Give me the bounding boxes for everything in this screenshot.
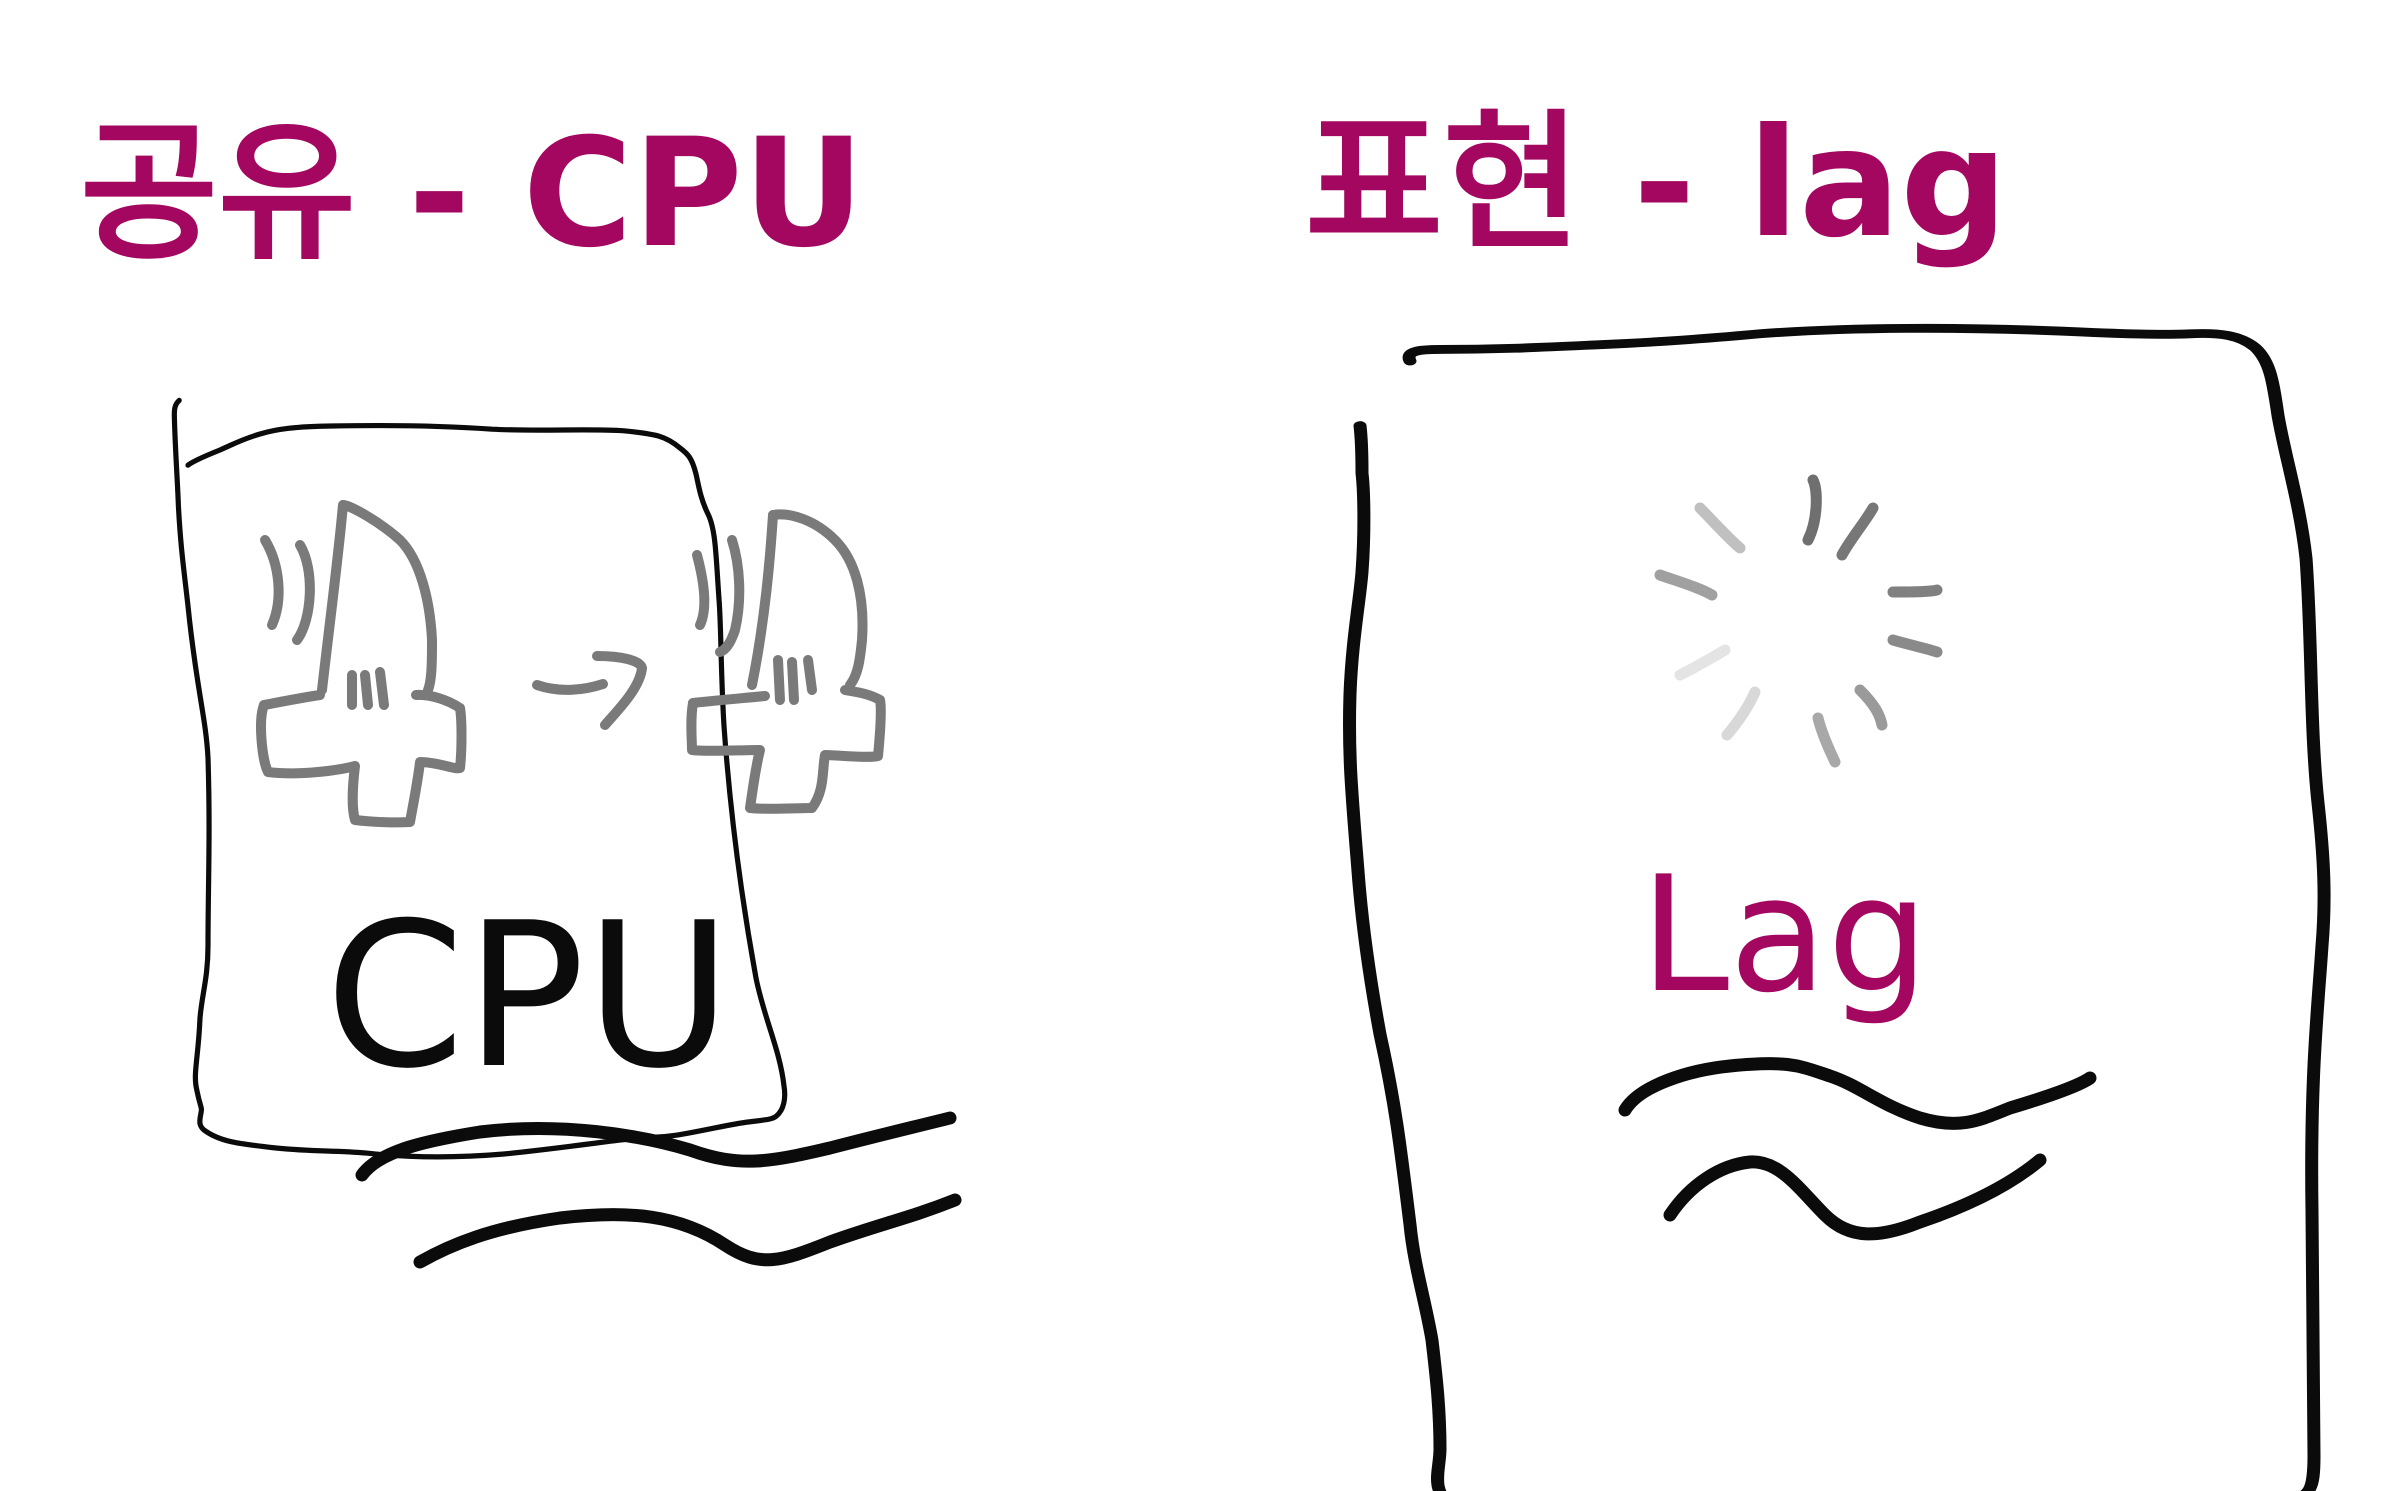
right-heading: 표현 - lag <box>1305 97 2008 271</box>
loading-spinner-icon <box>1654 474 1943 768</box>
hand-ok-arrow-to-hand-icon <box>256 500 886 828</box>
right-squiggle-2 <box>1663 1153 2047 1241</box>
left-card-border <box>171 397 788 1160</box>
left-card: CPU <box>171 397 962 1269</box>
right-card-title: Lag <box>1640 841 1929 1028</box>
left-squiggle-2 <box>413 1193 962 1269</box>
right-card-border <box>1342 323 2331 1491</box>
right-card: Lag <box>1342 323 2331 1491</box>
left-heading: 공유 - CPU <box>80 107 865 281</box>
left-card-title: CPU <box>325 880 732 1113</box>
right-squiggle-1 <box>1618 1057 2097 1130</box>
left-squiggle-1 <box>355 1111 957 1182</box>
